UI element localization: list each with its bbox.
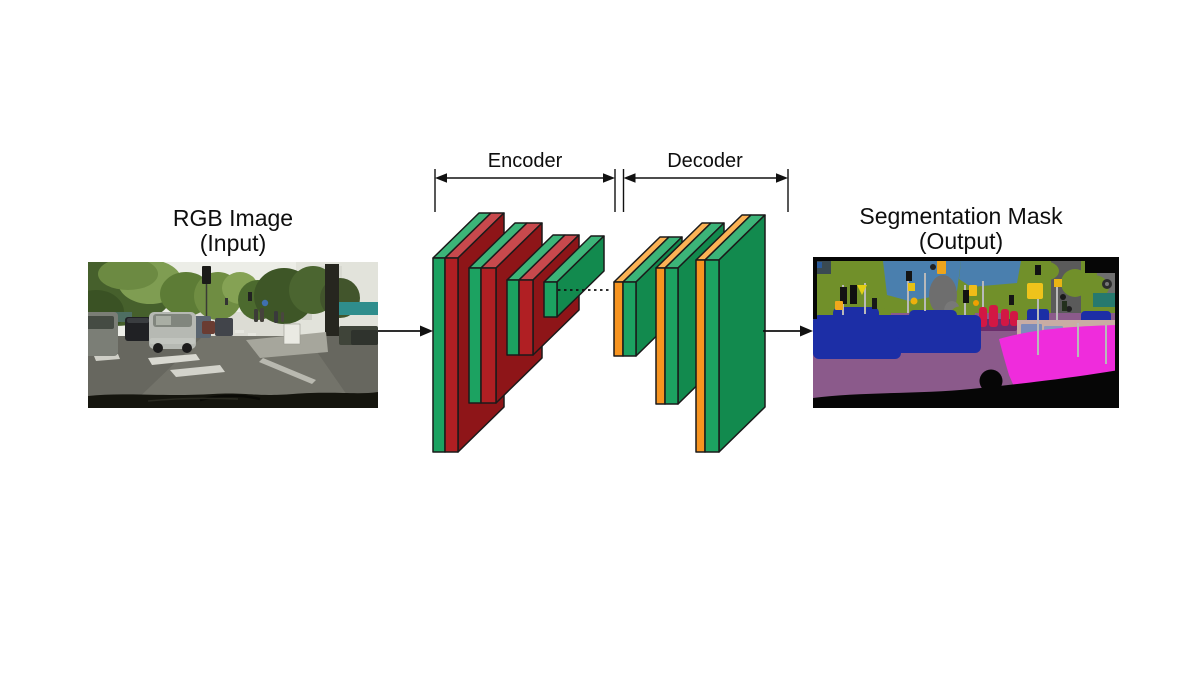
decoder-blocks	[613, 214, 766, 453]
mask-traffic-lights	[840, 264, 1072, 312]
input-arrow	[378, 325, 433, 337]
mask-frame	[813, 257, 1119, 397]
photo-ego-hood	[88, 392, 378, 408]
output-arrow	[763, 325, 813, 337]
decoder-label: Decoder	[667, 150, 743, 172]
decoder-stage-3	[695, 214, 766, 453]
decoder-span-annotation	[622, 169, 789, 212]
encoder-label: Encoder	[487, 150, 563, 172]
photo-traffic-light	[202, 266, 252, 322]
encoder-span-annotation	[434, 169, 616, 212]
encoder-bottleneck	[543, 235, 605, 318]
photo-cars	[88, 312, 378, 356]
mask-ego-hood	[813, 369, 1119, 408]
output-image-subtitle: (Output)	[918, 228, 1004, 254]
encoder-blocks	[432, 212, 605, 453]
output-image-label: Segmentation Mask (Output)	[811, 204, 1111, 254]
output-image-title: Segmentation Mask	[859, 203, 1063, 229]
input-image-label: RGB Image (Input)	[103, 206, 363, 256]
input-image-subtitle: (Input)	[199, 230, 267, 256]
photo-awning	[338, 302, 378, 315]
input-rgb-image	[88, 262, 378, 408]
output-segmentation-mask	[813, 257, 1119, 408]
input-image-title: RGB Image	[172, 205, 294, 231]
mask-signs	[835, 259, 1112, 310]
encoder-stage-2	[468, 222, 543, 404]
photo-pedestrians	[254, 299, 301, 345]
